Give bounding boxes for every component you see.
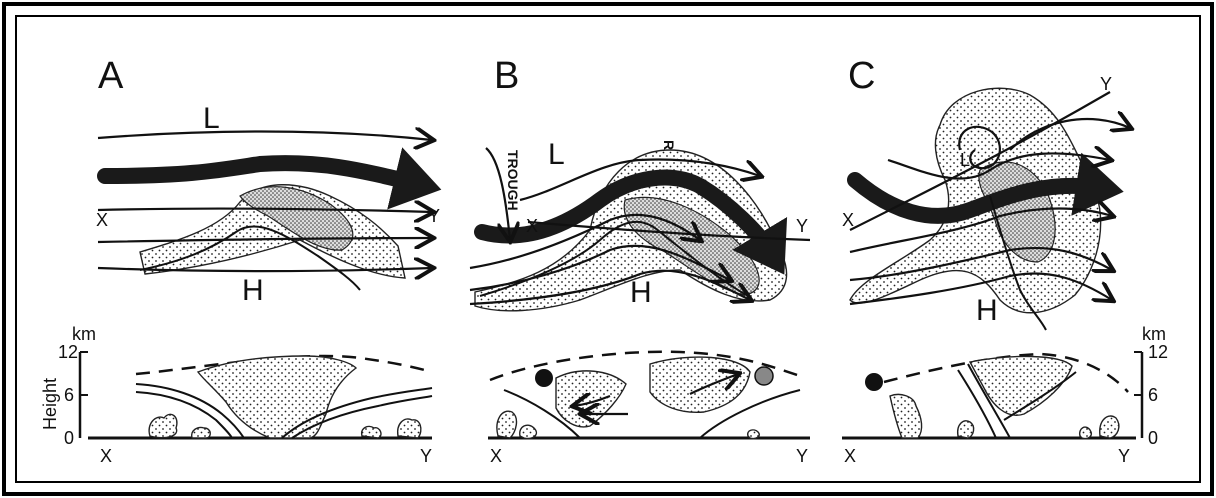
panel-a-upper-flow — [98, 132, 432, 141]
panel-c-letter: C — [848, 55, 875, 97]
panel-b-x-label: X — [526, 216, 538, 236]
section-b-cloud-left — [556, 371, 626, 427]
panel-a-jet-stream — [105, 163, 418, 184]
panel-c-high-label: H — [976, 294, 998, 327]
panel-a-x-label: X — [96, 210, 108, 230]
left-axis-tick-label-6: 6 — [64, 385, 74, 405]
section-a: km Height 12 6 0 X Y — [40, 324, 432, 466]
right-axis-tick-label-6: 6 — [1148, 385, 1158, 405]
panel-c-y-label: Y — [1100, 74, 1112, 94]
section-a-cumulus-1 — [149, 414, 177, 437]
section-a-cumulus-3 — [362, 426, 381, 438]
section-b-cloud-right — [650, 357, 750, 412]
panel-a-low-label: L — [203, 102, 220, 135]
right-axis-tick-label-12: 12 — [1148, 342, 1168, 362]
left-axis-tick-label-12: 12 — [58, 342, 78, 362]
panel-b-low-label: L — [548, 138, 565, 171]
panel-b-letter: B — [494, 55, 519, 97]
section-c-cumulus-3 — [1100, 416, 1119, 438]
section-b-cumulus-1 — [497, 411, 517, 438]
section-b-right-jet-core — [755, 367, 773, 385]
section-c-column — [890, 394, 922, 438]
panel-b-high-label: H — [630, 276, 652, 309]
right-axis-tick-label-0: 0 — [1148, 428, 1158, 448]
section-a-cumulus-4 — [398, 419, 421, 438]
panel-b-y-label: Y — [796, 216, 808, 236]
panel-c-x-label: X — [842, 210, 854, 230]
section-c-cumulus-1 — [958, 421, 974, 438]
section-b-cumulus-3 — [748, 430, 760, 439]
section-b-left-jet-core — [535, 369, 553, 387]
section-b-x-label: X — [490, 446, 502, 466]
section-b-cumulus-2 — [520, 425, 537, 438]
section-c: X Y km 12 6 0 — [842, 324, 1168, 466]
panel-a: A L X Y H — [96, 55, 440, 307]
left-axis-tick-label-0: 0 — [64, 428, 74, 448]
section-b-y-label: Y — [796, 446, 808, 466]
panel-a-y-label: Y — [428, 206, 440, 226]
panel-c-low-label: L — [960, 150, 970, 170]
panel-b: B L TROUGH RIDGE X Y H — [470, 55, 810, 311]
panel-a-letter: A — [98, 55, 124, 97]
right-axis-unit: km — [1142, 324, 1166, 344]
panel-c: C L X Y H — [842, 55, 1130, 330]
section-c-jet-core — [865, 373, 883, 391]
section-c-cumulus-2 — [1080, 427, 1092, 438]
section-a-x-label: X — [100, 446, 112, 466]
left-axis-unit: km — [72, 324, 96, 344]
section-a-cumulus-2 — [192, 427, 211, 438]
panel-a-high-label: H — [242, 274, 264, 307]
section-c-x-label: X — [844, 446, 856, 466]
section-a-y-label: Y — [420, 446, 432, 466]
section-c-y-label: Y — [1118, 446, 1130, 466]
panel-b-trough-label: TROUGH — [505, 150, 521, 211]
left-axis-title: Height — [40, 378, 60, 430]
section-b: X Y — [488, 352, 810, 466]
